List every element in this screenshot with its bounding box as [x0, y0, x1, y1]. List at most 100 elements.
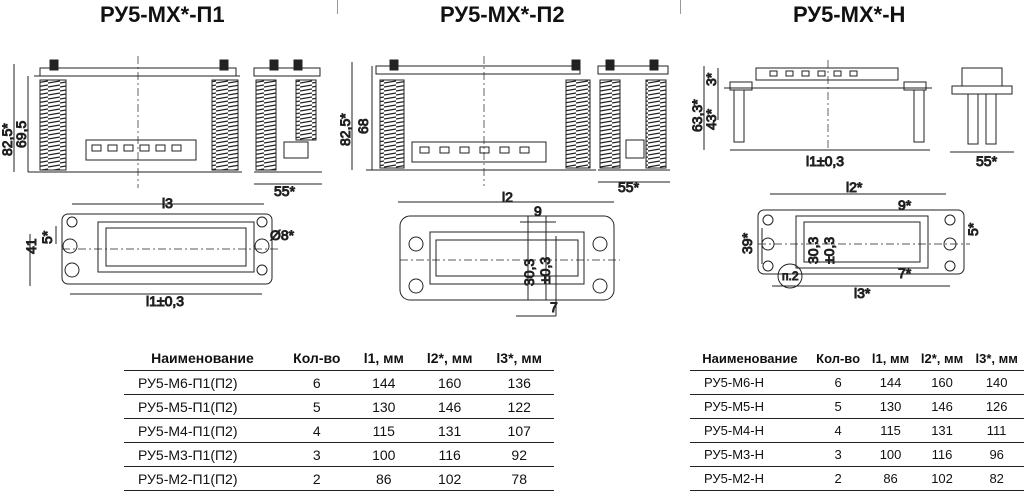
n-l3: l3*: [854, 285, 871, 301]
n-l1: l1±0,3: [806, 153, 844, 169]
cell: РУ5-М5-Н: [690, 394, 810, 419]
table-row: РУ5-М5-Н 5 130 146 126: [690, 394, 1024, 419]
cell: 102: [914, 466, 970, 491]
cell: 107: [484, 418, 554, 443]
n-dim-5: 5*: [965, 222, 981, 236]
separator: [337, 0, 338, 14]
table-row: РУ5-М5-П1(П2) 5 130 146 122: [124, 394, 554, 419]
cell: РУ5-М6-Н: [690, 370, 810, 395]
p1-dim-d8: Ø8*: [270, 227, 295, 243]
n-dim-7: 7*: [898, 265, 912, 281]
cell: РУ5-М6-П1(П2): [124, 370, 281, 395]
cell: РУ5-М3-П1(П2): [124, 442, 281, 467]
cell: 122: [484, 394, 554, 419]
cell: 86: [352, 466, 415, 491]
n-top-view: l2*: [757, 179, 970, 289]
cell: 3: [280, 442, 353, 467]
cell: РУ5-М4-Н: [690, 418, 810, 443]
table-row: РУ5-М2-П1(П2) 2 86 102 78: [124, 466, 554, 491]
p2-front-view: [351, 56, 596, 186]
p1-width-55: 55*: [274, 183, 296, 199]
p1-l3: l3: [162, 195, 173, 211]
table-row: РУ5-М4-Н 4 115 131 111: [690, 418, 1024, 443]
table-row: РУ5-М3-Н 3 100 116 96: [690, 442, 1024, 467]
cell: 96: [969, 442, 1024, 467]
n-width-55: 55*: [976, 153, 998, 169]
col-name: Наименование: [690, 346, 810, 371]
cell: РУ5-М2-П1(П2): [124, 466, 281, 491]
n-note-2: п.2: [782, 269, 799, 283]
cell: 2: [280, 466, 353, 491]
p1-height-69: 69,5: [13, 121, 29, 148]
n-height-63: 63,3*: [689, 99, 705, 132]
col-l2: l2*, мм: [414, 346, 485, 371]
cell: 6: [280, 370, 353, 395]
cell: 140: [969, 370, 1024, 395]
p1-top-view: l3: [29, 195, 280, 295]
cell: РУ5-М5-П1(П2): [124, 394, 281, 419]
n-side-view: [950, 67, 1014, 153]
spec-table-n: Наименование Кол-во l1, мм l2*, мм l3*, …: [690, 346, 1024, 491]
p1-l1: l1±0,3: [146, 293, 184, 309]
cell: 5: [809, 394, 867, 419]
cell: 2: [809, 466, 867, 491]
cell: 126: [969, 394, 1024, 419]
cell: 115: [866, 418, 915, 443]
p2-dim-303: 30,3: [521, 259, 537, 286]
spec-table-p1p2: Наименование Кол-во l1, мм l2*, мм l3*, …: [124, 346, 554, 491]
table-header-row: Наименование Кол-во l1, мм l2*, мм l3*, …: [690, 346, 1024, 371]
col-l3: l3*, мм: [969, 346, 1024, 371]
cell: 130: [866, 394, 915, 419]
title-n: РУ5-МХ*-Н: [793, 2, 906, 27]
table-row: РУ5-М4-П1(П2) 4 115 131 107: [124, 418, 554, 443]
table-row: РУ5-М2-Н 2 86 102 82: [690, 466, 1024, 491]
separator: [680, 0, 681, 14]
cell: 6: [809, 370, 867, 395]
cell: 100: [352, 442, 415, 467]
col-l3: l3*, мм: [484, 346, 554, 371]
cell: 146: [414, 394, 485, 419]
p1-side-view: [253, 59, 322, 185]
cell: 4: [809, 418, 867, 443]
col-l1: l1, мм: [866, 346, 915, 371]
p1-front-view: [13, 56, 242, 188]
title-p2: РУ5-МХ*-П2: [440, 2, 565, 27]
col-l2: l2*, мм: [914, 346, 970, 371]
p1-height-82: 82,5*: [0, 123, 15, 156]
p1-dim-41: 41: [23, 238, 39, 254]
cell: 130: [352, 394, 415, 419]
p2-dim-303-tol: ±0,3: [537, 257, 553, 284]
p2-dim-7: 7: [550, 299, 558, 315]
n-dim-303: 30,3: [805, 237, 821, 264]
col-l1: l1, мм: [352, 346, 415, 371]
n-l2: l2*: [846, 179, 863, 195]
n-dim-9: 9*: [898, 197, 912, 213]
table-header-row: Наименование Кол-во l1, мм l2*, мм l3*, …: [124, 346, 554, 371]
cell: 131: [914, 418, 970, 443]
cell: 131: [414, 418, 485, 443]
p2-height-82: 82,5*: [337, 113, 353, 146]
n-dim-39: 39*: [739, 232, 755, 254]
p2-side-view: [597, 59, 670, 183]
cell: 100: [866, 442, 915, 467]
cell: 160: [914, 370, 970, 395]
table-row: РУ5-М6-П1(П2) 6 144 160 136: [124, 370, 554, 395]
cell: 102: [414, 466, 485, 491]
cell: 116: [414, 442, 485, 467]
col-name: Наименование: [124, 346, 281, 371]
p2-top-view: l2: [398, 189, 620, 317]
cell: РУ5-М4-П1(П2): [124, 418, 281, 443]
cell: 3: [809, 442, 867, 467]
cell: 5: [280, 394, 353, 419]
cell: 115: [352, 418, 415, 443]
cell: 86: [866, 466, 915, 491]
cell: 111: [969, 418, 1024, 443]
n-dim-303-tol: ±0,3: [821, 237, 837, 264]
cell: 82: [969, 466, 1024, 491]
p2-l2: l2: [502, 189, 513, 205]
cell: 136: [484, 370, 554, 395]
cell: 4: [280, 418, 353, 443]
p2-height-68: 68: [355, 118, 371, 134]
table-row: РУ5-М3-П1(П2) 3 100 116 92: [124, 442, 554, 467]
